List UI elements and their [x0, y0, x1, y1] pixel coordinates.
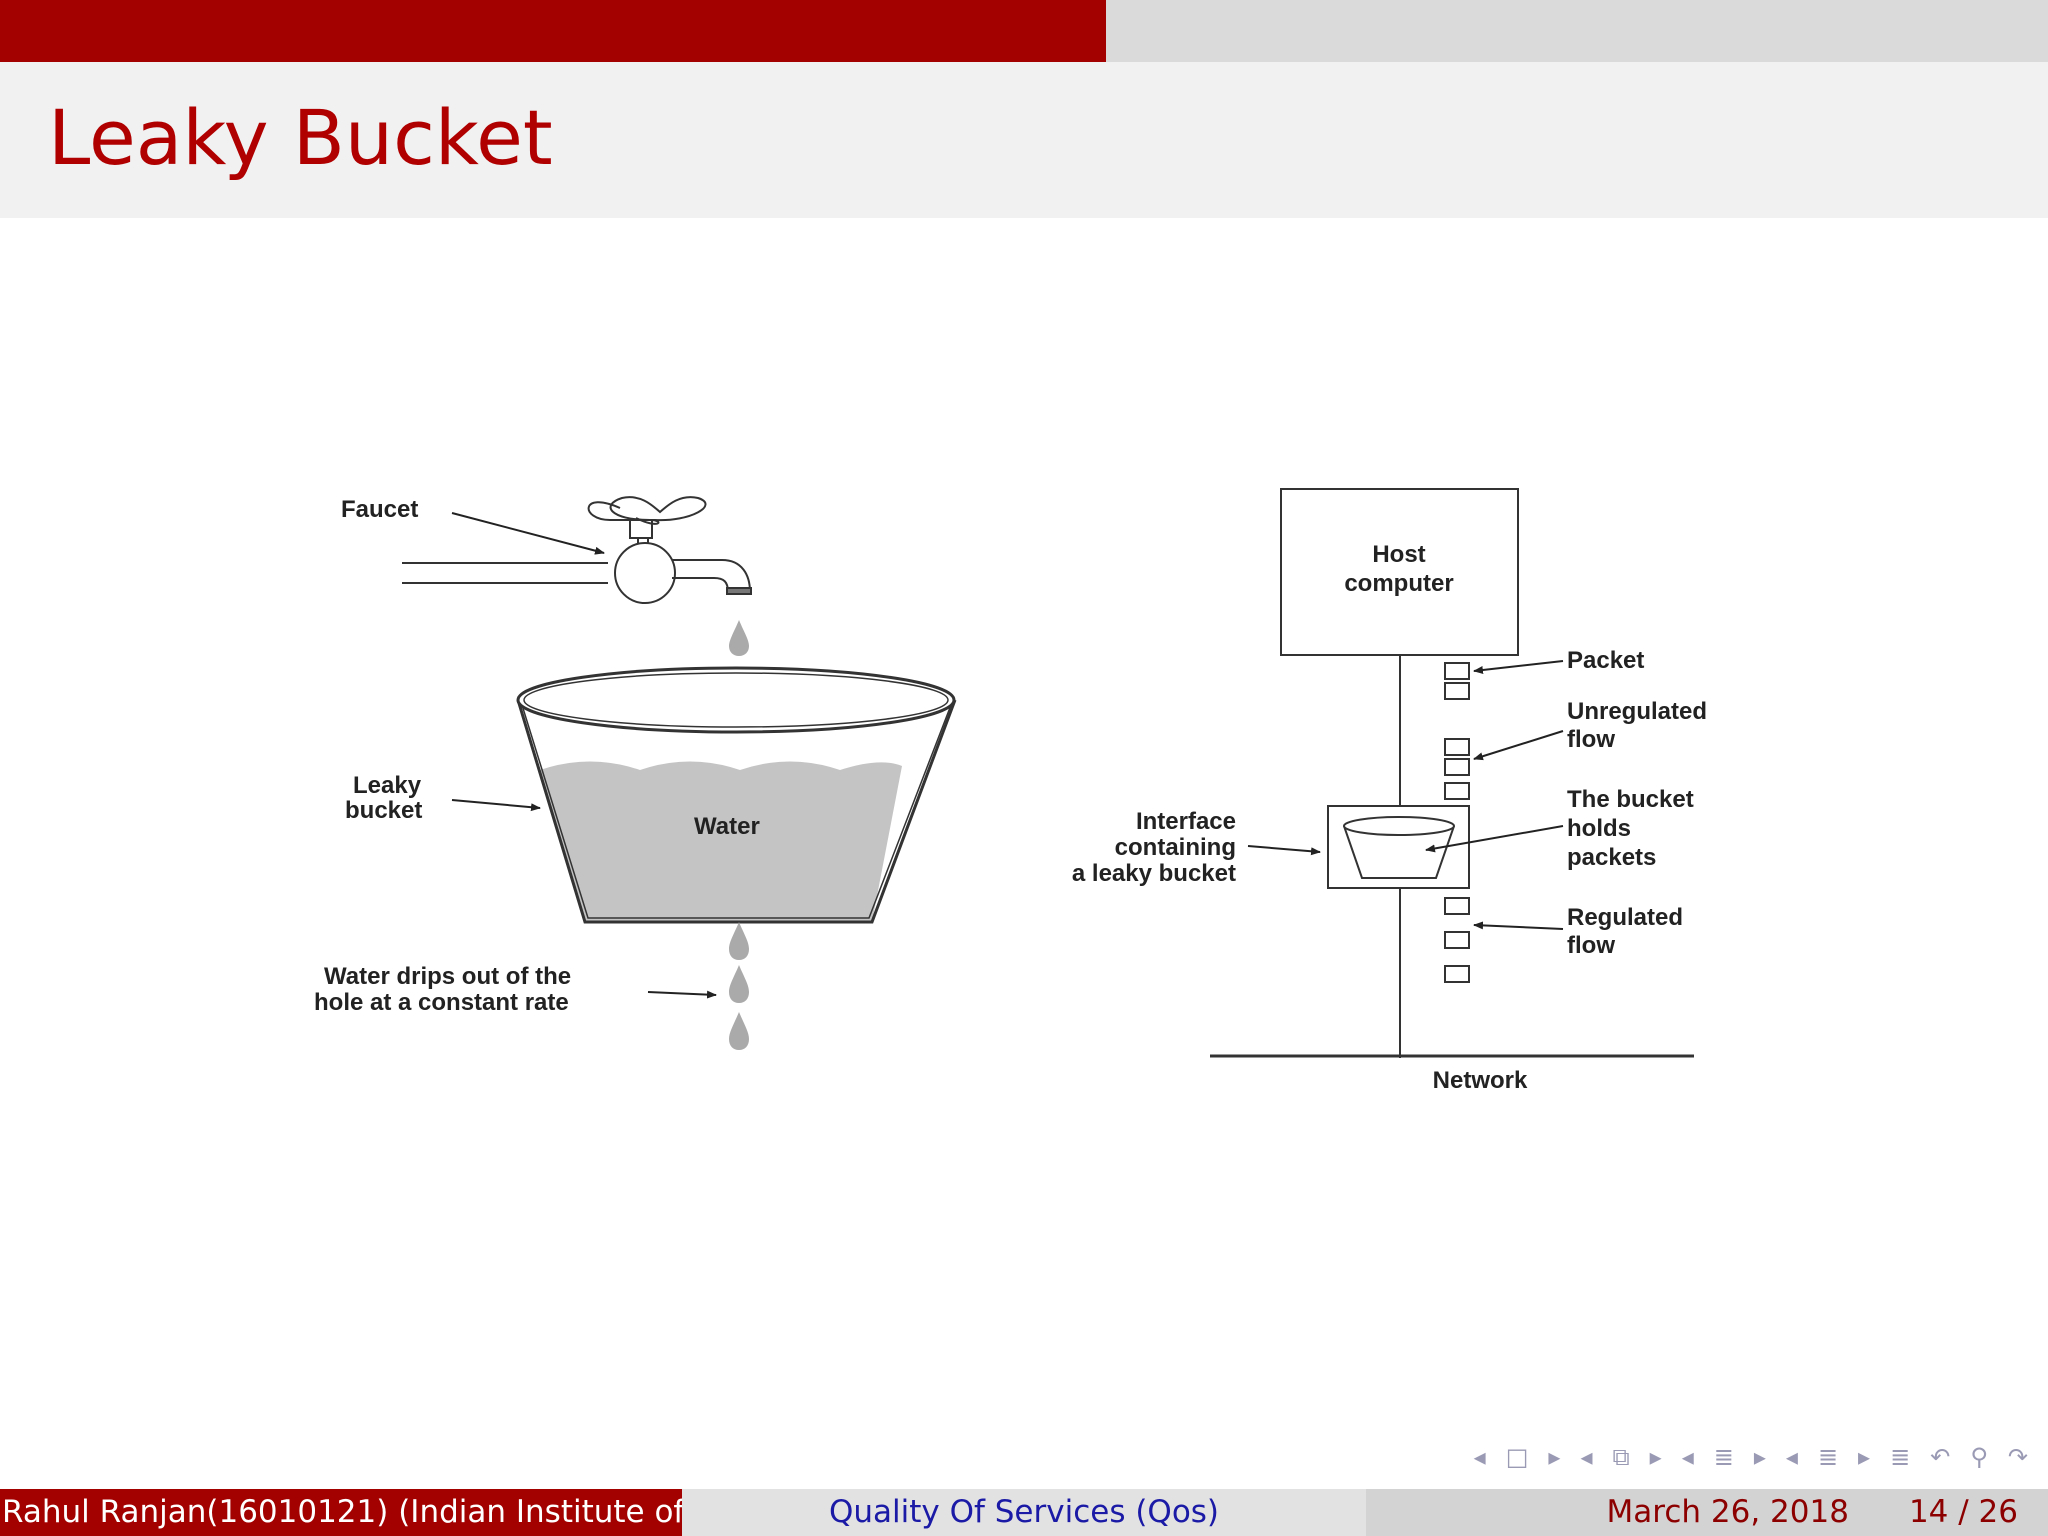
section-icon[interactable]: ≣ [1713, 1443, 1734, 1471]
slide-title: Leaky Bucket [48, 93, 553, 182]
svg-text:flow: flow [1567, 932, 1615, 959]
svg-text:containing: containing [1115, 834, 1236, 861]
unregulated-flow-label: Unregulated flow [1567, 698, 1707, 753]
svg-text:Regulated: Regulated [1567, 904, 1683, 931]
holds-arrow [1425, 825, 1564, 853]
packet-icon [1444, 965, 1470, 983]
svg-text:packets: packets [1567, 844, 1656, 871]
frame-icon[interactable]: □ [1505, 1443, 1529, 1471]
search-icon[interactable]: ⚲ [1970, 1443, 1988, 1471]
nav-next-arrow-icon[interactable]: ▸ [1548, 1443, 1561, 1471]
nav-prev-arrow-icon[interactable]: ◂ [1681, 1443, 1694, 1471]
water-label: Water [694, 813, 760, 840]
faucet-arrow [451, 512, 605, 555]
regulated-arrow [1473, 921, 1564, 930]
faucet-icon [402, 496, 752, 604]
svg-text:Faucet: Faucet [341, 496, 418, 523]
footer-date: March 26, 2018 [1606, 1494, 1849, 1530]
footer-page-number: 14 / 26 [1908, 1494, 2018, 1530]
progress-bar-fill [0, 0, 1106, 62]
svg-text:bucket: bucket [345, 797, 422, 824]
svg-text:a leaky bucket: a leaky bucket [1072, 860, 1236, 887]
svg-text:holds: holds [1567, 815, 1631, 842]
svg-text:Unregulated: Unregulated [1567, 698, 1707, 725]
interface-arrow [1247, 845, 1321, 856]
water-drop-icon [729, 1012, 749, 1050]
packet-label: Packet [1567, 647, 1644, 674]
bucket-icon [516, 666, 957, 924]
back-icon[interactable]: ↶ [1930, 1443, 1951, 1471]
footer-author: Rahul Ranjan(16010121) (Indian Institute… [0, 1489, 682, 1536]
nav-next-arrow-icon[interactable]: ▸ [1753, 1443, 1766, 1471]
packet-icon [1444, 782, 1470, 800]
svg-text:Host: Host [1372, 541, 1425, 568]
interface-label: Interface containing a leaky bucket [1072, 808, 1236, 887]
svg-text:Leaky: Leaky [353, 772, 422, 799]
packet-icon [1444, 738, 1470, 756]
svg-text:hole at a constant rate: hole at a constant rate [314, 989, 569, 1016]
beamer-navigation: ◂ □ ▸ ◂ ⧉ ▸ ◂ ≣ ▸ ◂ ≣ ▸ ≣ ↶ ⚲ ↷ [1474, 1440, 2028, 1474]
bucket-arrow [451, 799, 541, 812]
water-drop-icon [729, 620, 749, 656]
svg-text:computer: computer [1344, 570, 1453, 597]
drips-label: Water drips out of the hole at a constan… [314, 963, 571, 1016]
small-bucket-icon [1343, 816, 1455, 879]
svg-text:The bucket: The bucket [1567, 786, 1694, 813]
svg-text:Interface: Interface [1136, 808, 1236, 835]
bucket-label: Leaky bucket [345, 772, 422, 824]
nav-next-arrow-icon[interactable]: ▸ [1649, 1443, 1662, 1471]
svg-text:Water drips out of the: Water drips out of the [324, 963, 571, 990]
network-label: Network [1433, 1067, 1528, 1094]
packet-arrow [1473, 660, 1564, 674]
nav-prev-arrow-icon[interactable]: ◂ [1580, 1443, 1593, 1471]
bucket-holds-label: The bucket holds packets [1567, 786, 1694, 871]
drips-arrow [647, 990, 717, 999]
packet-icon [1444, 758, 1470, 776]
footer: Rahul Ranjan(16010121) (Indian Institute… [0, 1489, 2048, 1536]
svg-text:flow: flow [1567, 726, 1615, 753]
title-bar [0, 62, 2048, 218]
nav-prev-arrow-icon[interactable]: ◂ [1473, 1443, 1486, 1471]
document-icon[interactable]: ≣ [1817, 1443, 1839, 1471]
water-drop-icon [729, 965, 749, 1003]
host-computer-label: Host computer [1344, 541, 1453, 597]
water-drop-icon [729, 922, 749, 960]
packet-icon [1444, 682, 1470, 700]
footer-title: Quality Of Services (Qos) [682, 1489, 1366, 1536]
nav-next-arrow-icon[interactable]: ▸ [1858, 1443, 1871, 1471]
subsection-icon[interactable]: ⧉ [1612, 1443, 1630, 1471]
host-computer-box [1280, 488, 1519, 656]
forward-icon[interactable]: ↷ [2007, 1443, 2028, 1471]
progress-bar [0, 0, 2048, 62]
packet-icon [1444, 897, 1470, 915]
appendix-icon[interactable]: ≣ [1890, 1443, 1911, 1471]
footer-date-page: March 26, 2018 14 / 26 [1366, 1489, 2048, 1536]
regulated-flow-label: Regulated flow [1567, 904, 1683, 959]
faucet-label: Faucet [341, 496, 418, 523]
packet-icon [1444, 662, 1470, 680]
packet-icon [1444, 931, 1470, 949]
nav-prev-arrow-icon[interactable]: ◂ [1785, 1443, 1798, 1471]
unregulated-arrow [1473, 730, 1564, 761]
